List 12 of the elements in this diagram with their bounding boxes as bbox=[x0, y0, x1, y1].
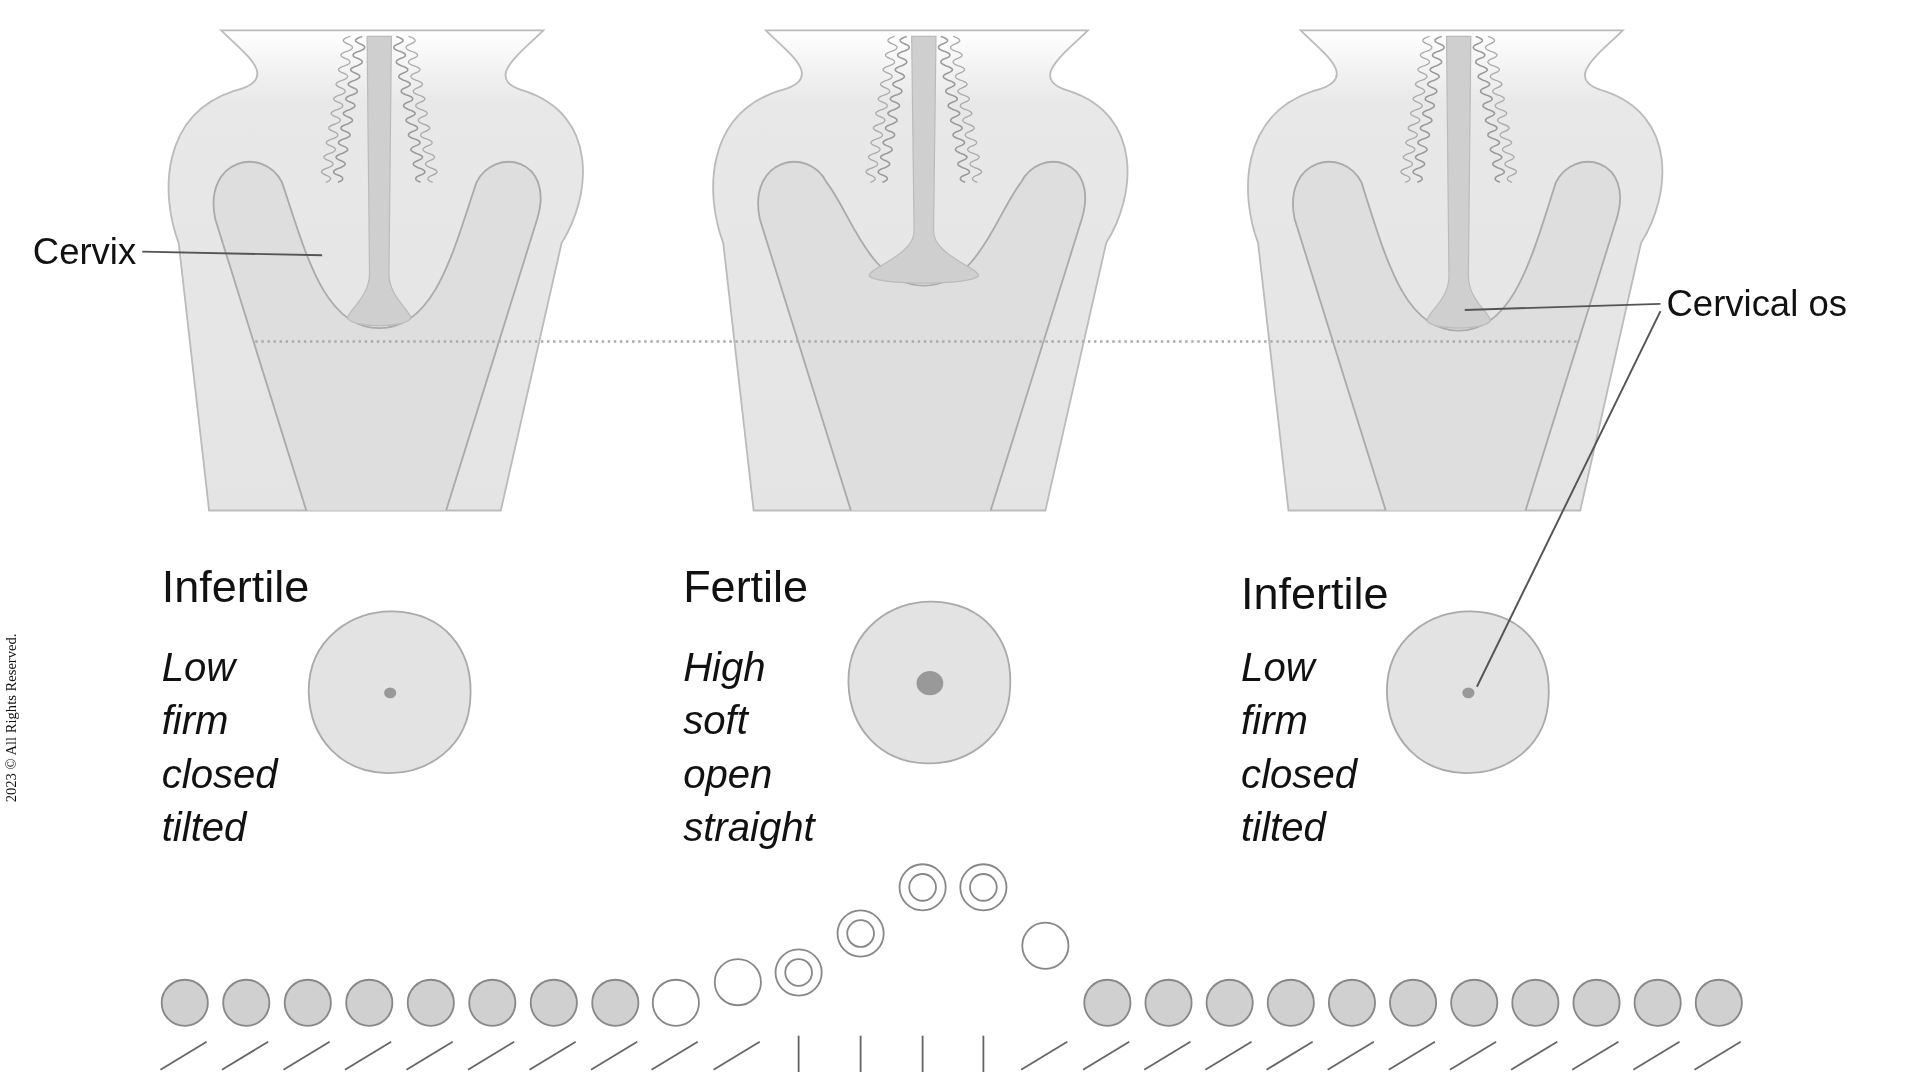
part-label: Cervix bbox=[32, 230, 137, 273]
leader-line bbox=[141, 250, 324, 257]
state-heading: Fertile bbox=[683, 561, 809, 613]
copyright-notice: 2023 © All Rights Reserved. bbox=[2, 633, 21, 803]
cervix-description: Low firm closed tilted bbox=[1241, 643, 1358, 852]
state-heading: Infertile bbox=[1241, 568, 1389, 620]
state-heading: Infertile bbox=[161, 561, 310, 613]
leader-line bbox=[1463, 302, 1662, 311]
cervix-description: High soft open straight bbox=[683, 643, 815, 852]
leader-line bbox=[1475, 310, 1662, 688]
part-label: Cervical os bbox=[1666, 283, 1847, 325]
cervix-description: Low firm closed tilted bbox=[161, 643, 278, 852]
